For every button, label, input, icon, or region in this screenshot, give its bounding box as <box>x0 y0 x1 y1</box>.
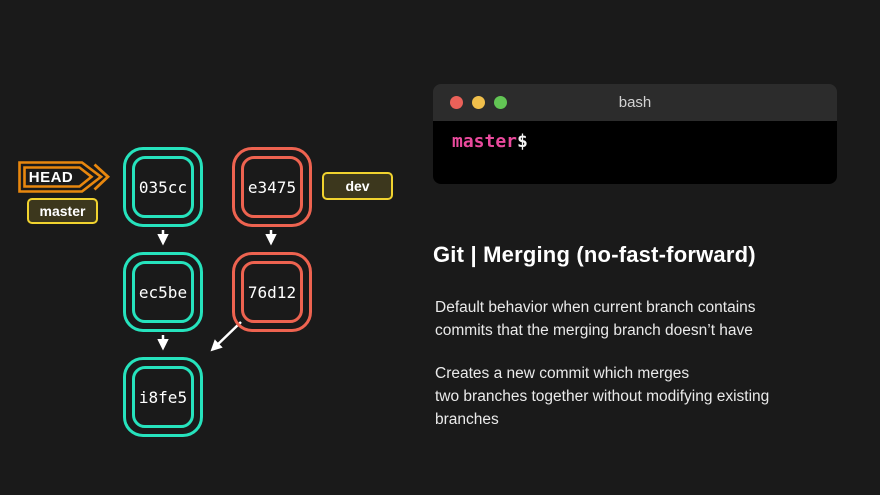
commit-node-inner-ring: i8fe5 <box>132 366 194 428</box>
paragraph-line: Creates a new commit which merges <box>435 365 690 382</box>
head-arrow-icon <box>18 161 111 193</box>
paragraph-line: Default behavior when current branch con… <box>435 299 756 316</box>
paragraph-default-behavior: Default behavior when current branch con… <box>435 296 855 342</box>
head-pointer: HEAD <box>18 161 111 193</box>
maximize-button-icon <box>494 96 507 109</box>
commit-hash: 76d12 <box>247 282 297 302</box>
window-controls <box>450 84 507 121</box>
commit-node-i8fe5: i8fe5 <box>123 357 203 437</box>
branch-label-master: master <box>27 198 98 224</box>
terminal-titlebar: bash <box>433 84 837 121</box>
commit-node-inner-ring: 035cc <box>132 156 194 218</box>
terminal-body: master$ <box>433 121 837 184</box>
paragraph-creates-commit: Creates a new commit which merges two br… <box>435 362 855 431</box>
terminal-window: bash master$ <box>433 84 837 184</box>
commit-hash: 035cc <box>138 177 188 197</box>
commit-hash: i8fe5 <box>138 387 188 407</box>
commit-node-inner-ring: ec5be <box>132 261 194 323</box>
branch-label-dev: dev <box>322 172 393 200</box>
commit-node-ec5be: ec5be <box>123 252 203 332</box>
commit-node-035cc: 035cc <box>123 147 203 227</box>
prompt-symbol: $ <box>517 131 528 152</box>
commit-hash: ec5be <box>138 282 188 302</box>
close-button-icon <box>450 96 463 109</box>
paragraph-line: two branches together without modifying … <box>435 388 770 405</box>
commit-node-e3475: e3475 <box>232 147 312 227</box>
minimize-button-icon <box>472 96 485 109</box>
terminal-title: bash <box>618 94 652 111</box>
head-label: HEAD <box>28 168 74 186</box>
paragraph-line: commits that the merging branch doesn’t … <box>435 322 753 339</box>
prompt-branch: master <box>452 131 518 152</box>
commit-node-inner-ring: 76d12 <box>241 261 303 323</box>
commit-hash: e3475 <box>247 177 297 197</box>
commit-node-76d12: 76d12 <box>232 252 312 332</box>
paragraph-line: branches <box>435 411 499 428</box>
commit-node-inner-ring: e3475 <box>241 156 303 218</box>
slide-title: Git | Merging (no-fast-forward) <box>433 242 756 267</box>
